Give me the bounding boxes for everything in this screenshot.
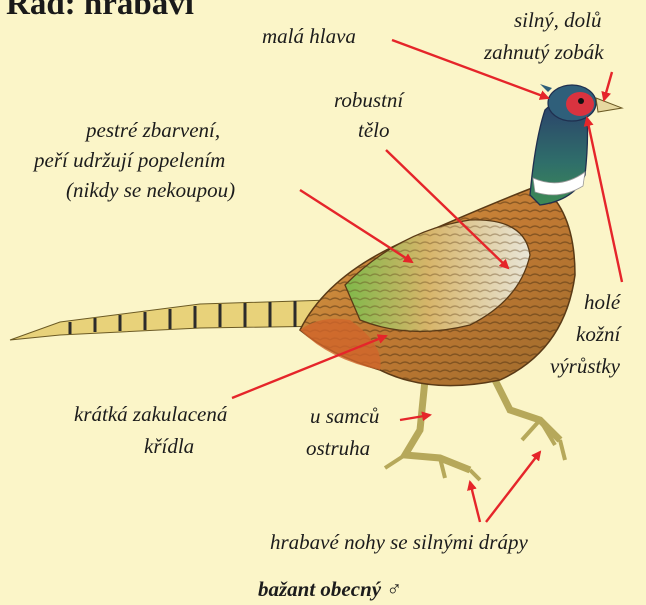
species-caption: bažant obecný ♂: [258, 577, 402, 602]
label-wings-line1: krátká zakulacená: [74, 402, 227, 427]
arrow-short-wings: [232, 336, 386, 398]
arrow-spur: [400, 415, 430, 420]
arrow-bare-skin: [587, 118, 622, 282]
label-wings-line2: křídla: [144, 434, 194, 459]
label-small-head: malá hlava: [262, 24, 356, 49]
label-beak-line2: zahnutý zobák: [484, 40, 604, 65]
head-neck: [530, 84, 622, 205]
label-plumage-line1: pestré zbarvení,: [86, 118, 220, 143]
arrow-plumage: [300, 190, 412, 262]
label-spur-line1: u samců: [310, 404, 379, 429]
arrow-legs-right: [486, 452, 540, 522]
label-skin-line2: kožní: [576, 322, 620, 347]
arrow-legs-left: [470, 482, 480, 522]
label-plumage-line2: peří udržují popelením: [34, 148, 225, 173]
legs: [385, 370, 565, 480]
arrow-beak: [604, 72, 612, 100]
label-beak-line1: silný, dolů: [514, 8, 602, 33]
label-legs: hrabavé nohy se silnými drápy: [270, 530, 528, 555]
tail: [10, 300, 334, 340]
label-body-line2: tělo: [358, 118, 390, 143]
label-skin-line3: výrůstky: [550, 354, 620, 379]
label-body-line1: robustní: [334, 88, 403, 113]
label-plumage-line3: (nikdy se nekoupou): [66, 178, 235, 203]
label-skin-line1: holé: [584, 290, 620, 315]
label-spur-line2: ostruha: [306, 436, 370, 461]
